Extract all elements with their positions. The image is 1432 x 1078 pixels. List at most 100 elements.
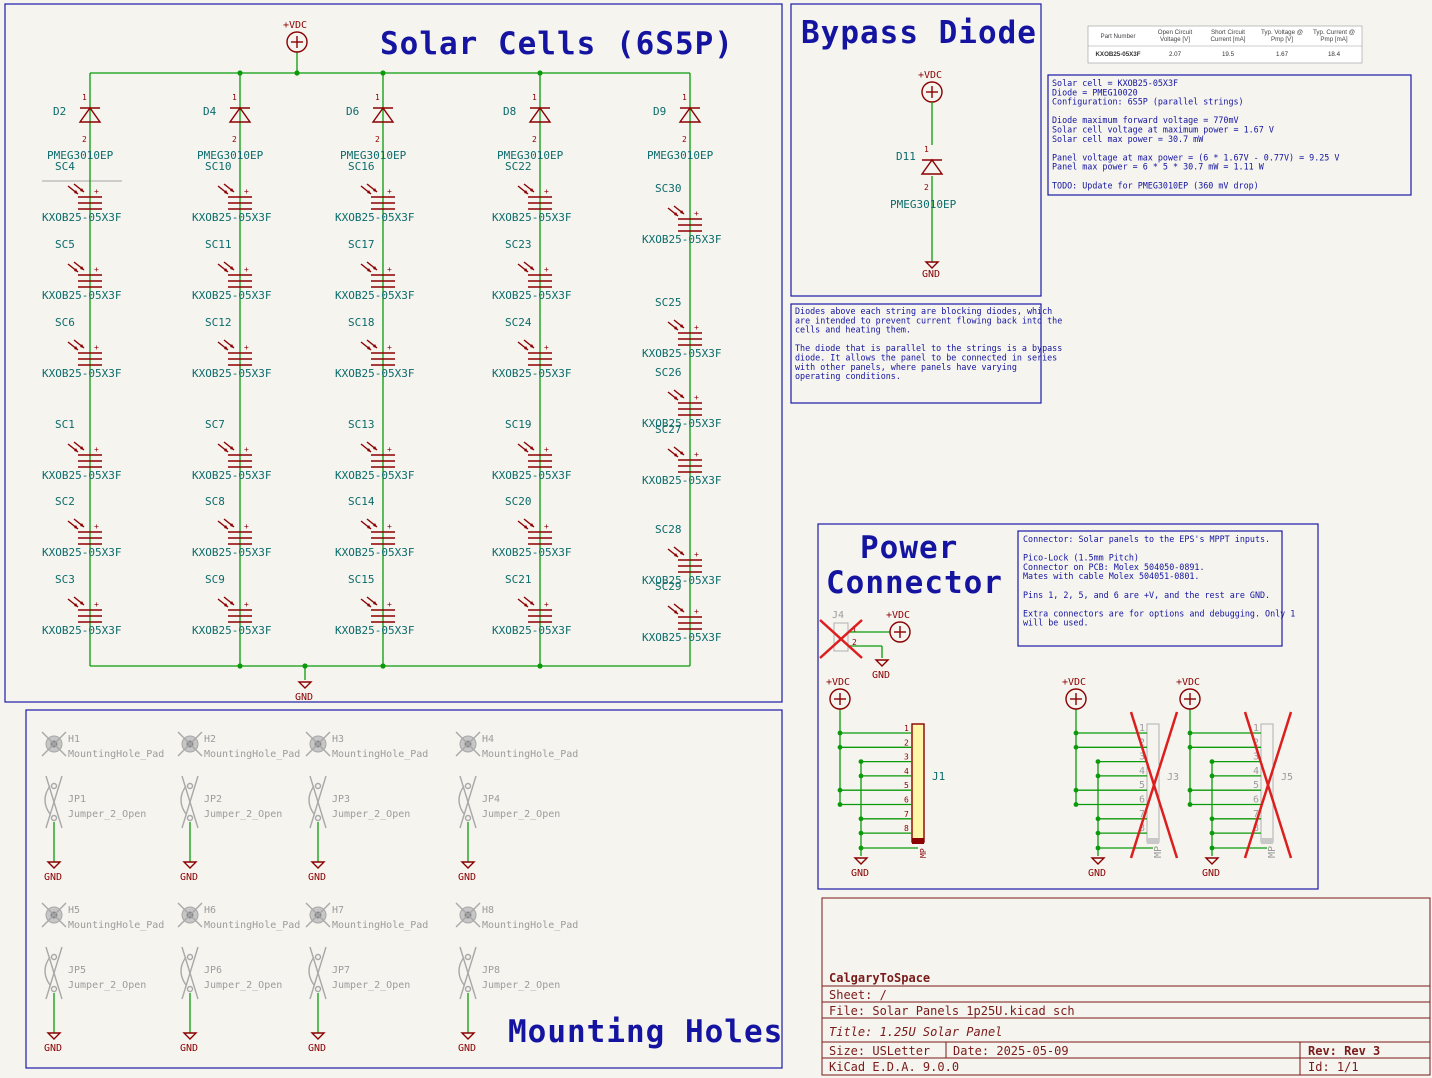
tb-size: Size: USLetter <box>829 1044 930 1058</box>
cell-ref: SC9 <box>205 573 225 586</box>
connector-j3-ref: J3 <box>1167 772 1179 783</box>
solar-vdc-symbol-label: +VDC <box>283 20 307 31</box>
cell-ref: SC22 <box>505 160 532 173</box>
cell-plus: + <box>94 600 99 609</box>
title-block: CalgaryToSpace Sheet: / File: Solar_Pane… <box>821 897 1431 1076</box>
connector-j3-pin: 6 <box>1139 795 1145 806</box>
cell-ref: SC7 <box>205 418 225 431</box>
mounting-hole-ref: H6 <box>204 905 216 916</box>
tb-title: Title: 1.25U Solar Panel <box>829 1025 1002 1039</box>
datasheet-cell: 2.07 <box>1169 51 1182 58</box>
mounting-holes-frame <box>25 709 783 1069</box>
mounting-gnd-symbol: GND <box>180 1032 198 1054</box>
connector-j3-gnd-symbol: GND <box>1088 857 1106 879</box>
note-line: Solar cell max power = 30.7 mW <box>1052 134 1204 144</box>
cell-plus: + <box>387 265 392 274</box>
note-line: diode. It allows the panel to be connect… <box>795 353 1057 363</box>
note-line: are intended to prevent current flowing … <box>795 315 1062 325</box>
cell-plus: + <box>387 343 392 352</box>
connector-notes: Connector: Solar panels to the EPS's MPP… <box>1023 534 1295 628</box>
cell-ref: SC17 <box>348 238 375 251</box>
jumper-ref: JP2 <box>204 794 222 805</box>
mounting-holes: H1MountingHole_PadJP1Jumper_2_OpenGNDH2M… <box>41 731 578 1054</box>
bypass-diode-frame <box>790 3 1042 297</box>
diode-pin-1: 1 <box>532 93 537 102</box>
mounting-gnd-symbol: GND <box>458 861 476 883</box>
j4-gnd-symbol-label: GND <box>872 670 890 681</box>
tb-company: CalgaryToSpace <box>829 971 930 985</box>
mounting-hole-ref: H1 <box>68 734 80 745</box>
connector-j1-pin: 5 <box>904 781 909 790</box>
jumper-ref: JP8 <box>482 965 500 976</box>
cell-value: KXOB25-05X3F <box>192 367 271 380</box>
cell-plus: + <box>694 607 699 616</box>
cell-value: KXOB25-05X3F <box>335 211 414 224</box>
jumper-value: Jumper_2_Open <box>482 809 560 820</box>
cell-value: KXOB25-05X3F <box>492 211 571 224</box>
mounting-gnd-symbol: GND <box>44 1032 62 1054</box>
jumper-ref: JP1 <box>68 794 86 805</box>
j4-ref: J4 <box>832 610 844 621</box>
cell-value: KXOB25-05X3F <box>42 624 121 637</box>
note-line: Diodes above each string are blocking di… <box>795 306 1052 316</box>
bypass-diode-title: Bypass Diode <box>801 15 1037 51</box>
cell-value: KXOB25-05X3F <box>192 469 271 482</box>
note-line: The diode that is parallel to the string… <box>795 343 1062 353</box>
jumper-value: Jumper_2_Open <box>68 809 146 820</box>
jumper-ref: JP3 <box>332 794 350 805</box>
mounting-hole-value: MountingHole_Pad <box>204 749 300 760</box>
connector-j3-vdc-symbol-label: +VDC <box>1062 677 1086 688</box>
cell-ref: SC13 <box>348 418 375 431</box>
mounting-hole-ref: H7 <box>332 905 344 916</box>
connector-j5-pin: 8 <box>1253 823 1259 834</box>
connector-j3-pin: 1 <box>1139 723 1145 734</box>
solar-vdc-symbol: +VDC <box>283 20 308 53</box>
connector-j5-pin: 7 <box>1253 809 1259 820</box>
mounting-hole-ref: H5 <box>68 905 80 916</box>
connector-j3-pin: 5 <box>1139 780 1145 791</box>
j4-vdc-symbol: +VDC <box>886 610 911 643</box>
cell-value: KXOB25-05X3F <box>42 367 121 380</box>
datasheet-cell: 1.67 <box>1276 51 1289 58</box>
connector-j3-mp: MP <box>1153 846 1164 858</box>
calc-notes-frame <box>1047 74 1412 196</box>
tb-id: Id: 1/1 <box>1308 1060 1359 1074</box>
mounting-gnd-symbol: GND <box>308 861 326 883</box>
diode-ref: D8 <box>503 105 516 118</box>
mounting-gnd-symbol-label: GND <box>458 872 476 883</box>
mounting-hole-value: MountingHole_Pad <box>204 920 300 931</box>
cell-value: KXOB25-05X3F <box>642 347 721 360</box>
cell-plus: + <box>94 187 99 196</box>
diode-value: PMEG3010EP <box>47 149 114 162</box>
cell-value: KXOB25-05X3F <box>642 631 721 644</box>
cell-ref: SC12 <box>205 316 232 329</box>
mounting-gnd-symbol-label: GND <box>180 1043 198 1054</box>
cell-plus: + <box>544 265 549 274</box>
jumper-ref: JP5 <box>68 965 86 976</box>
note-line: Panel max power = 6 * 5 * 30.7 mW = 1.11… <box>1052 162 1265 172</box>
cell-plus: + <box>694 450 699 459</box>
connector-j1-mp: MP <box>919 848 928 858</box>
jumper-value: Jumper_2_Open <box>482 980 560 991</box>
datasheet-header: Typ. Current @Pmp [mA] <box>1313 29 1355 43</box>
cell-value: KXOB25-05X3F <box>42 211 121 224</box>
cell-value: KXOB25-05X3F <box>335 367 414 380</box>
solar-array: +VDCGND12D2PMEG3010EP+SC4KXOB25-05X3F+SC… <box>42 20 721 703</box>
